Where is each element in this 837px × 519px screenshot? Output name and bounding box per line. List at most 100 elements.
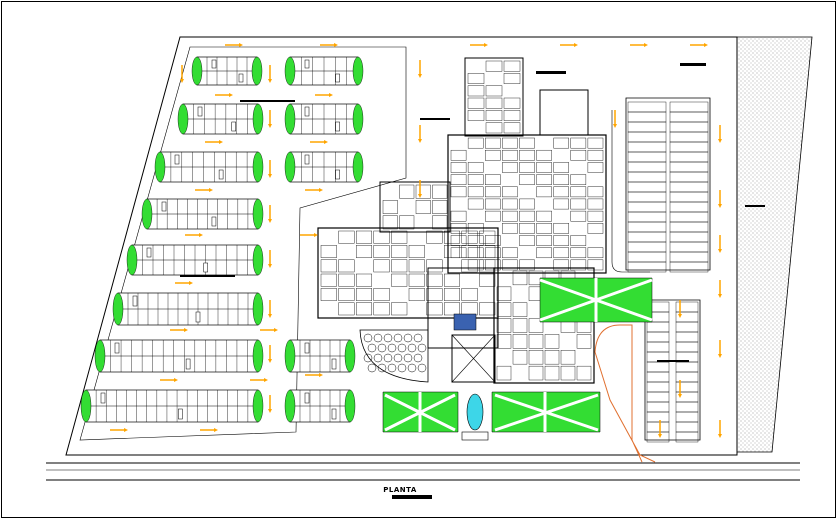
direction-arrow-icon [268, 345, 272, 363]
direction-arrow-icon [268, 300, 272, 318]
direction-arrow-icon [718, 190, 722, 208]
direction-arrow-icon [268, 250, 272, 268]
direction-arrow-icon [185, 233, 203, 237]
direction-arrow-icon [205, 140, 223, 144]
direction-arrow-icon [613, 110, 617, 128]
direction-arrow-icon [718, 340, 722, 358]
parked-car-icon [238, 73, 244, 83]
parked-car-icon [211, 216, 217, 227]
direction-arrow-icon [250, 378, 268, 382]
parking-strip [141, 198, 264, 230]
parking-strip [80, 389, 264, 423]
direction-arrow-icon [300, 233, 318, 237]
direction-arrow-icon [225, 43, 243, 47]
tree-plaza [359, 329, 429, 383]
parked-car-icon [335, 169, 340, 180]
parking-strip [154, 151, 264, 183]
direction-arrow-icon [268, 110, 272, 128]
parked-car-icon [185, 358, 191, 370]
direction-arrow-icon [268, 160, 272, 178]
parking-strip [94, 339, 264, 373]
parked-car-icon [100, 392, 106, 404]
direction-arrow-icon [678, 380, 682, 398]
direction-arrow-icon [718, 420, 722, 438]
parking-area-left [80, 56, 364, 423]
parked-car-icon [197, 106, 203, 117]
direction-arrow-icon [260, 328, 278, 332]
direction-arrow-icon [718, 235, 722, 253]
direction-arrow-icon [200, 428, 218, 432]
direction-arrow-icon [268, 395, 272, 413]
parking-strip [112, 292, 264, 326]
parked-car-icon [178, 408, 183, 420]
direction-arrow-icon [160, 378, 178, 382]
parked-car-icon [304, 154, 310, 165]
hospital-building [317, 57, 607, 384]
parking-strip [177, 103, 264, 135]
parked-car-icon [331, 408, 337, 420]
parked-car-icon [304, 342, 310, 354]
direction-arrow-icon [718, 125, 722, 143]
parked-car-icon [195, 311, 201, 323]
direction-arrow-icon [315, 93, 333, 97]
parked-car-icon [304, 59, 310, 69]
parking-strip [284, 103, 364, 135]
parking-area-right [611, 97, 711, 443]
parked-car-icon [331, 358, 337, 370]
drawing-caption: PLANTA [383, 486, 417, 494]
parking-strip [284, 389, 356, 423]
direction-arrow-icon [170, 328, 188, 332]
parking-strip [284, 151, 364, 183]
parked-car-icon [132, 295, 138, 307]
parked-car-icon [174, 154, 180, 165]
direction-arrow-icon [305, 373, 323, 377]
fountain-icon [461, 393, 489, 441]
direction-arrow-icon [310, 140, 328, 144]
direction-arrow-icon [658, 420, 662, 438]
parked-car-icon [211, 59, 217, 69]
parked-car-icon [231, 121, 236, 132]
street [46, 462, 800, 481]
parked-car-icon [146, 247, 152, 258]
direction-arrow-icon [418, 60, 422, 78]
inner-road-edge [79, 46, 407, 441]
caption-underline [392, 495, 432, 499]
stippled-lot [736, 36, 813, 453]
parked-car-icon [335, 121, 340, 132]
direction-arrow-icon [418, 180, 422, 198]
direction-arrow-icon [215, 93, 233, 97]
direction-arrow-icon [678, 300, 682, 318]
parked-car-icon [304, 392, 310, 404]
direction-arrow-icon [110, 428, 128, 432]
direction-arrow-icon [175, 281, 193, 285]
parking-strip [126, 244, 264, 276]
direction-arrow-icon [180, 65, 184, 83]
site-boundary [65, 36, 738, 456]
parked-car-icon [114, 342, 120, 354]
circulation-arrows [110, 43, 722, 438]
emergency-access-route [594, 324, 656, 463]
parking-strip [284, 339, 356, 373]
parking-strip [284, 56, 364, 86]
parked-car-icon [304, 106, 310, 117]
direction-arrow-icon [690, 43, 708, 47]
entrance-plaza [451, 313, 496, 383]
parked-car-icon [218, 169, 224, 180]
parked-car-icon [335, 73, 340, 83]
direction-arrow-icon [268, 205, 272, 223]
direction-arrow-icon [195, 188, 213, 192]
direction-arrow-icon [320, 43, 338, 47]
direction-arrow-icon [268, 65, 272, 83]
direction-arrow-icon [305, 188, 323, 192]
green-landscape [382, 277, 653, 433]
annotation-bars [180, 63, 765, 362]
parking-strip [191, 56, 263, 86]
direction-arrow-icon [560, 43, 578, 47]
parked-car-icon [203, 262, 208, 273]
parked-car-icon [161, 201, 167, 212]
direction-arrow-icon [418, 125, 422, 143]
direction-arrow-icon [718, 280, 722, 298]
direction-arrow-icon [470, 43, 488, 47]
